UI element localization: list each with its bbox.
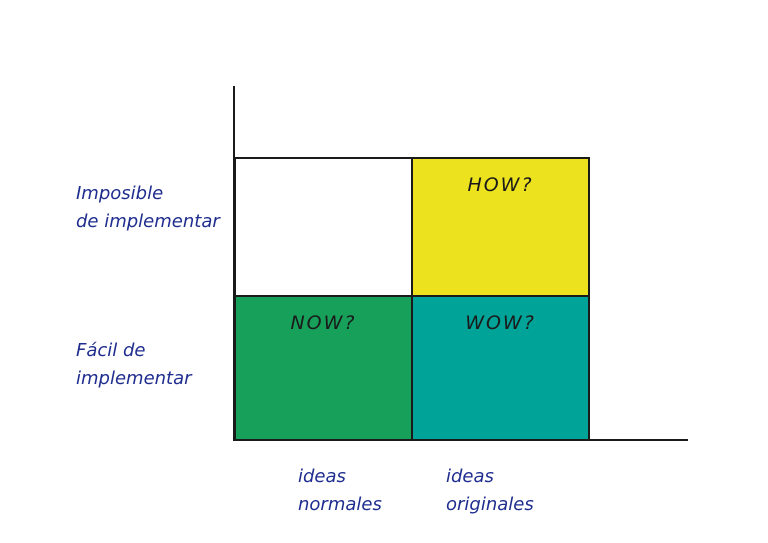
y-axis-top-label: Imposible de implementar (76, 180, 220, 236)
y-axis-bottom-label-line-2: implementar (76, 368, 192, 389)
quadrant-how-label: HOW? (467, 174, 534, 196)
y-axis-bottom-label-line-1: Fácil de (76, 340, 146, 361)
x-axis-right-label-line-2: originales (446, 494, 534, 515)
quadrant-wow-label: WOW? (465, 312, 536, 334)
quadrant-how: HOW? (411, 157, 590, 297)
quadrant-wow: WOW? (411, 295, 590, 441)
y-axis-top-label-line-1: Imposible (76, 183, 164, 204)
x-axis-right-label-line-1: ideas (446, 466, 494, 487)
x-axis-left-label: ideas normales (298, 463, 382, 519)
x-axis-right-label: ideas originales (446, 463, 534, 519)
quadrant-now-label: NOW? (290, 312, 357, 334)
x-axis-left-label-line-1: ideas (298, 466, 346, 487)
quadrant-now: NOW? (234, 295, 413, 441)
x-axis-left-label-line-2: normales (298, 494, 382, 515)
y-axis-bottom-label: Fácil de implementar (76, 337, 192, 393)
y-axis-top-label-line-2: de implementar (76, 211, 220, 232)
quadrant-top-left (234, 157, 413, 297)
